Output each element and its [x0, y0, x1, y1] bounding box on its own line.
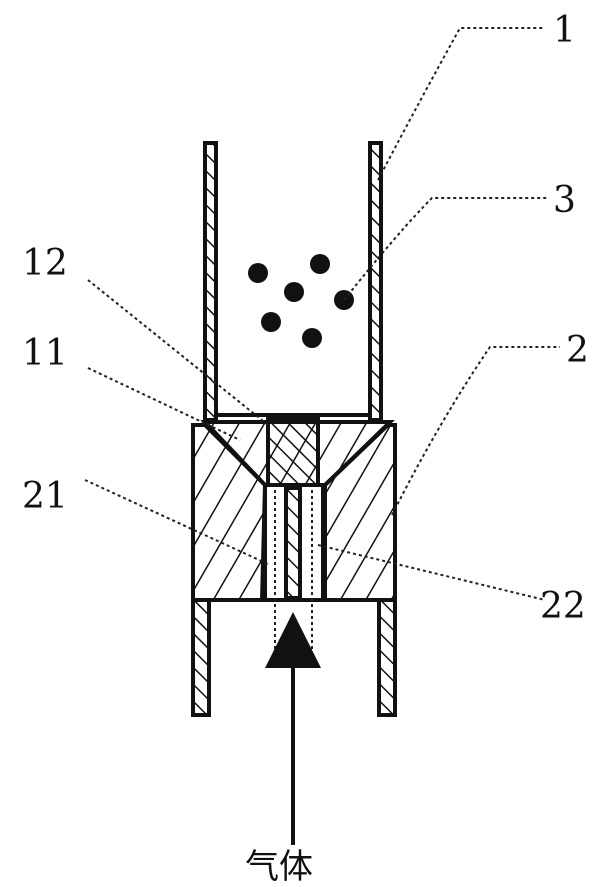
- label-gas: 气体: [245, 847, 313, 887]
- label-cup: 1: [553, 10, 576, 51]
- label-particles: 3: [553, 180, 576, 221]
- cup: [205, 143, 381, 420]
- particles: [248, 254, 354, 348]
- channel: [265, 485, 323, 660]
- label-body: 2: [566, 330, 589, 371]
- label-nozzle-core: 12: [22, 243, 68, 284]
- label-channel: 21: [22, 476, 68, 517]
- label-inner-tube: 22: [540, 586, 586, 627]
- label-nozzle: 11: [22, 333, 68, 374]
